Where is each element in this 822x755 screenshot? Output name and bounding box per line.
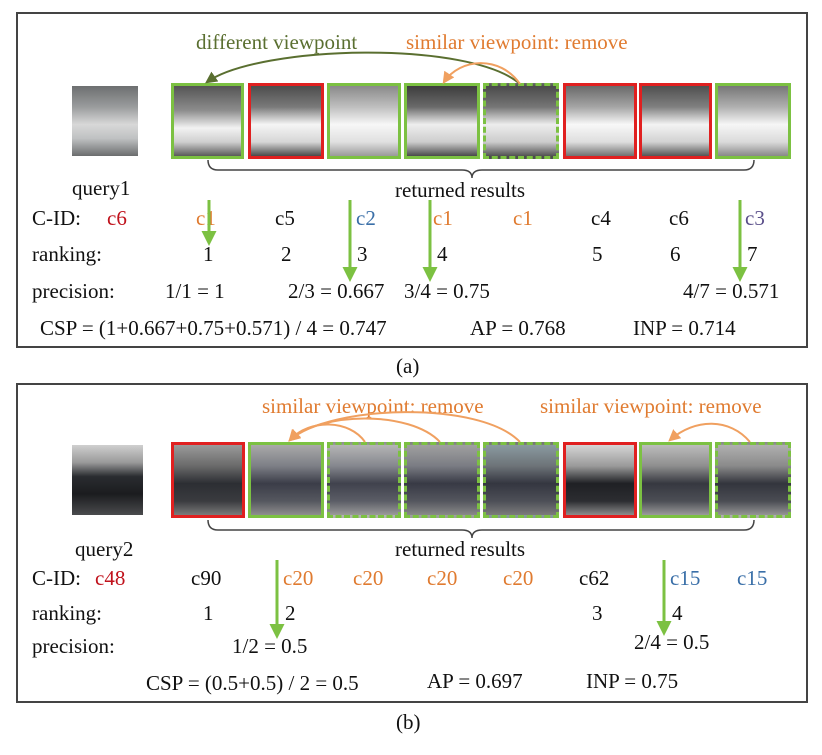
- query2-label: query2: [75, 537, 134, 561]
- arrow-similar-viewpoint: [442, 62, 521, 85]
- annotation-different-viewpoint: different viewpoint: [196, 30, 358, 54]
- result-cid: c20: [427, 566, 458, 590]
- result-cid: c15: [670, 566, 701, 590]
- ranking-label: ranking:: [32, 242, 102, 266]
- result-cid: c15: [737, 566, 768, 590]
- result-image: [639, 442, 712, 518]
- result-image: [171, 442, 245, 518]
- inp-metric: INP = 0.714: [633, 316, 736, 340]
- result-image: [483, 83, 559, 159]
- result-cid: c6: [669, 206, 689, 230]
- result-cid: c1: [196, 206, 216, 230]
- result-cid: c20: [353, 566, 384, 590]
- rank-value: 3: [357, 242, 368, 266]
- precision-value: 3/4 = 0.75: [404, 279, 490, 303]
- returned-results-label: returned results: [395, 537, 526, 561]
- brace: [207, 519, 755, 539]
- result-image: [327, 83, 401, 159]
- caption-a: (a): [396, 354, 420, 378]
- result-cid: c20: [503, 566, 534, 590]
- query1-image: [72, 86, 138, 156]
- ranking-label: ranking:: [32, 601, 102, 625]
- result-cid: c90: [191, 566, 222, 590]
- annotation-similar-viewpoint: similar viewpoint: remove: [406, 30, 628, 54]
- brace: [207, 159, 755, 179]
- result-cid: c1: [433, 206, 453, 230]
- csp-metric: CSP = (1+0.667+0.75+0.571) / 4 = 0.747: [40, 316, 387, 340]
- precision-value: 2/4 = 0.5: [634, 630, 710, 654]
- panel-a: [16, 12, 808, 348]
- rank-value: 2: [281, 242, 292, 266]
- arrow-similar-viewpoint: [288, 411, 521, 443]
- result-cid: c4: [591, 206, 611, 230]
- query1-label: query1: [72, 176, 131, 200]
- result-image: [715, 83, 791, 159]
- annotation-similar-viewpoint: similar viewpoint: remove: [540, 394, 762, 418]
- result-image: [483, 442, 559, 518]
- result-image: [327, 442, 401, 518]
- rank-value: 1: [203, 242, 214, 266]
- result-image: [715, 442, 791, 518]
- result-cid: c3: [745, 206, 765, 230]
- precision-value: 1/2 = 0.5: [232, 634, 308, 658]
- cid-label: C-ID:: [32, 566, 81, 590]
- arrow-different-viewpoint: [205, 51, 521, 85]
- result-image: [563, 442, 637, 518]
- result-cid: c62: [579, 566, 610, 590]
- result-cid: c2: [356, 206, 376, 230]
- result-cid: c5: [275, 206, 295, 230]
- result-cid: c20: [283, 566, 314, 590]
- precision-value: 2/3 = 0.667: [288, 279, 385, 303]
- result-image: [404, 83, 480, 159]
- result-cid: c1: [513, 206, 533, 230]
- cid-label: C-ID:: [32, 206, 81, 230]
- result-image: [639, 83, 712, 159]
- rank-value: 5: [592, 242, 603, 266]
- precision-label: precision:: [32, 634, 115, 658]
- rank-value: 4: [672, 601, 683, 625]
- arrow-similar-viewpoint: [668, 422, 751, 443]
- query-cid: c6: [107, 206, 127, 230]
- result-image: [248, 442, 324, 518]
- query2-image: [72, 445, 143, 515]
- query-cid: c48: [95, 566, 126, 590]
- caption-b: (b): [396, 710, 421, 734]
- result-image: [171, 83, 244, 159]
- result-image: [563, 83, 637, 159]
- precision-value: 1/1 = 1: [165, 279, 225, 303]
- precision-value: 4/7 = 0.571: [683, 279, 780, 303]
- rank-value: 2: [285, 601, 296, 625]
- ap-metric: AP = 0.697: [427, 669, 523, 693]
- rank-value: 4: [437, 242, 448, 266]
- annotation-similar-viewpoint: similar viewpoint: remove: [262, 394, 484, 418]
- precision-label: precision:: [32, 279, 115, 303]
- inp-metric: INP = 0.75: [586, 669, 679, 693]
- rank-value: 6: [670, 242, 681, 266]
- rank-value: 7: [747, 242, 758, 266]
- arrow-similar-viewpoint: [288, 417, 441, 443]
- csp-metric: CSP = (0.5+0.5) / 2 = 0.5: [146, 671, 359, 695]
- rank-value: 1: [203, 601, 214, 625]
- result-image: [248, 83, 324, 159]
- result-image: [404, 442, 480, 518]
- rank-value: 3: [592, 601, 603, 625]
- ap-metric: AP = 0.768: [470, 316, 566, 340]
- returned-results-label: returned results: [395, 178, 526, 202]
